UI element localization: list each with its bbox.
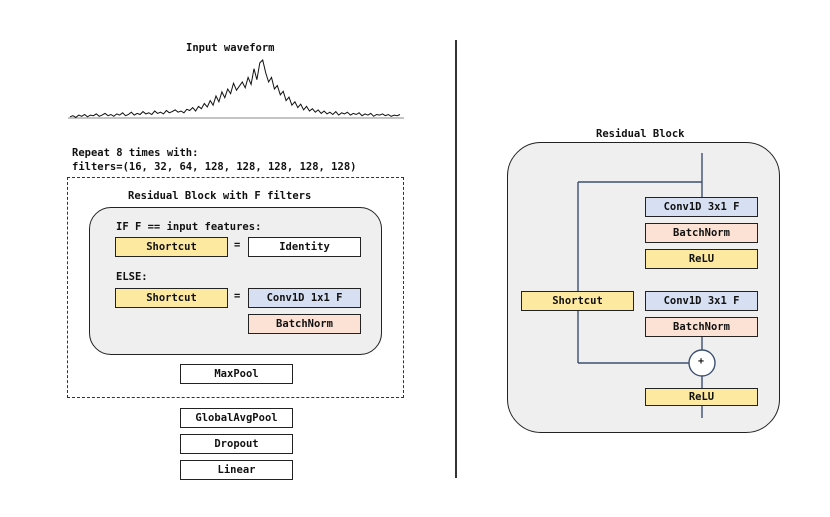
add-node — [688, 349, 716, 377]
input-waveform — [68, 59, 404, 119]
dropout-box: Dropout — [180, 434, 293, 454]
residual-block-title: Residual Block with F filters — [128, 190, 312, 202]
batchnorm-box-b: BatchNorm — [645, 317, 758, 337]
equals-sign-2: = — [234, 290, 241, 302]
add-symbol: + — [698, 356, 705, 367]
linear-box: Linear — [180, 460, 293, 480]
residual-block-diagram-title: Residual Block — [596, 128, 685, 140]
repeat-line-2: filters=(16, 32, 64, 128, 128, 128, 128,… — [72, 161, 357, 173]
identity-box: Identity — [248, 237, 361, 257]
waveform-title: Input waveform — [186, 42, 275, 54]
if-condition-label: IF F == input features: — [116, 221, 262, 233]
maxpool-box: MaxPool — [180, 364, 293, 384]
repeat-line-1: Repeat 8 times with: — [72, 147, 199, 159]
shortcut-box: Shortcut — [521, 291, 634, 311]
conv3x1-box-b: Conv1D 3x1 F — [645, 291, 758, 311]
repeat-dashed-frame — [67, 177, 404, 398]
relu-box-a: ReLU — [645, 249, 758, 269]
shortcut-box-identity: Shortcut — [115, 237, 228, 257]
shortcut-box-projection: Shortcut — [115, 288, 228, 308]
relu-box-output: ReLU — [645, 388, 758, 406]
waveform-line — [69, 59, 401, 119]
residual-block-panel — [507, 142, 780, 433]
else-label: ELSE: — [116, 271, 148, 283]
batchnorm-box-projection: BatchNorm — [248, 314, 361, 334]
globalavgpool-box: GlobalAvgPool — [180, 408, 293, 428]
batchnorm-box-a: BatchNorm — [645, 223, 758, 243]
equals-sign-1: = — [234, 239, 241, 251]
conv3x1-box-a: Conv1D 3x1 F — [645, 197, 758, 217]
section-divider — [455, 40, 457, 478]
conv1x1-box: Conv1D 1x1 F — [248, 288, 361, 308]
